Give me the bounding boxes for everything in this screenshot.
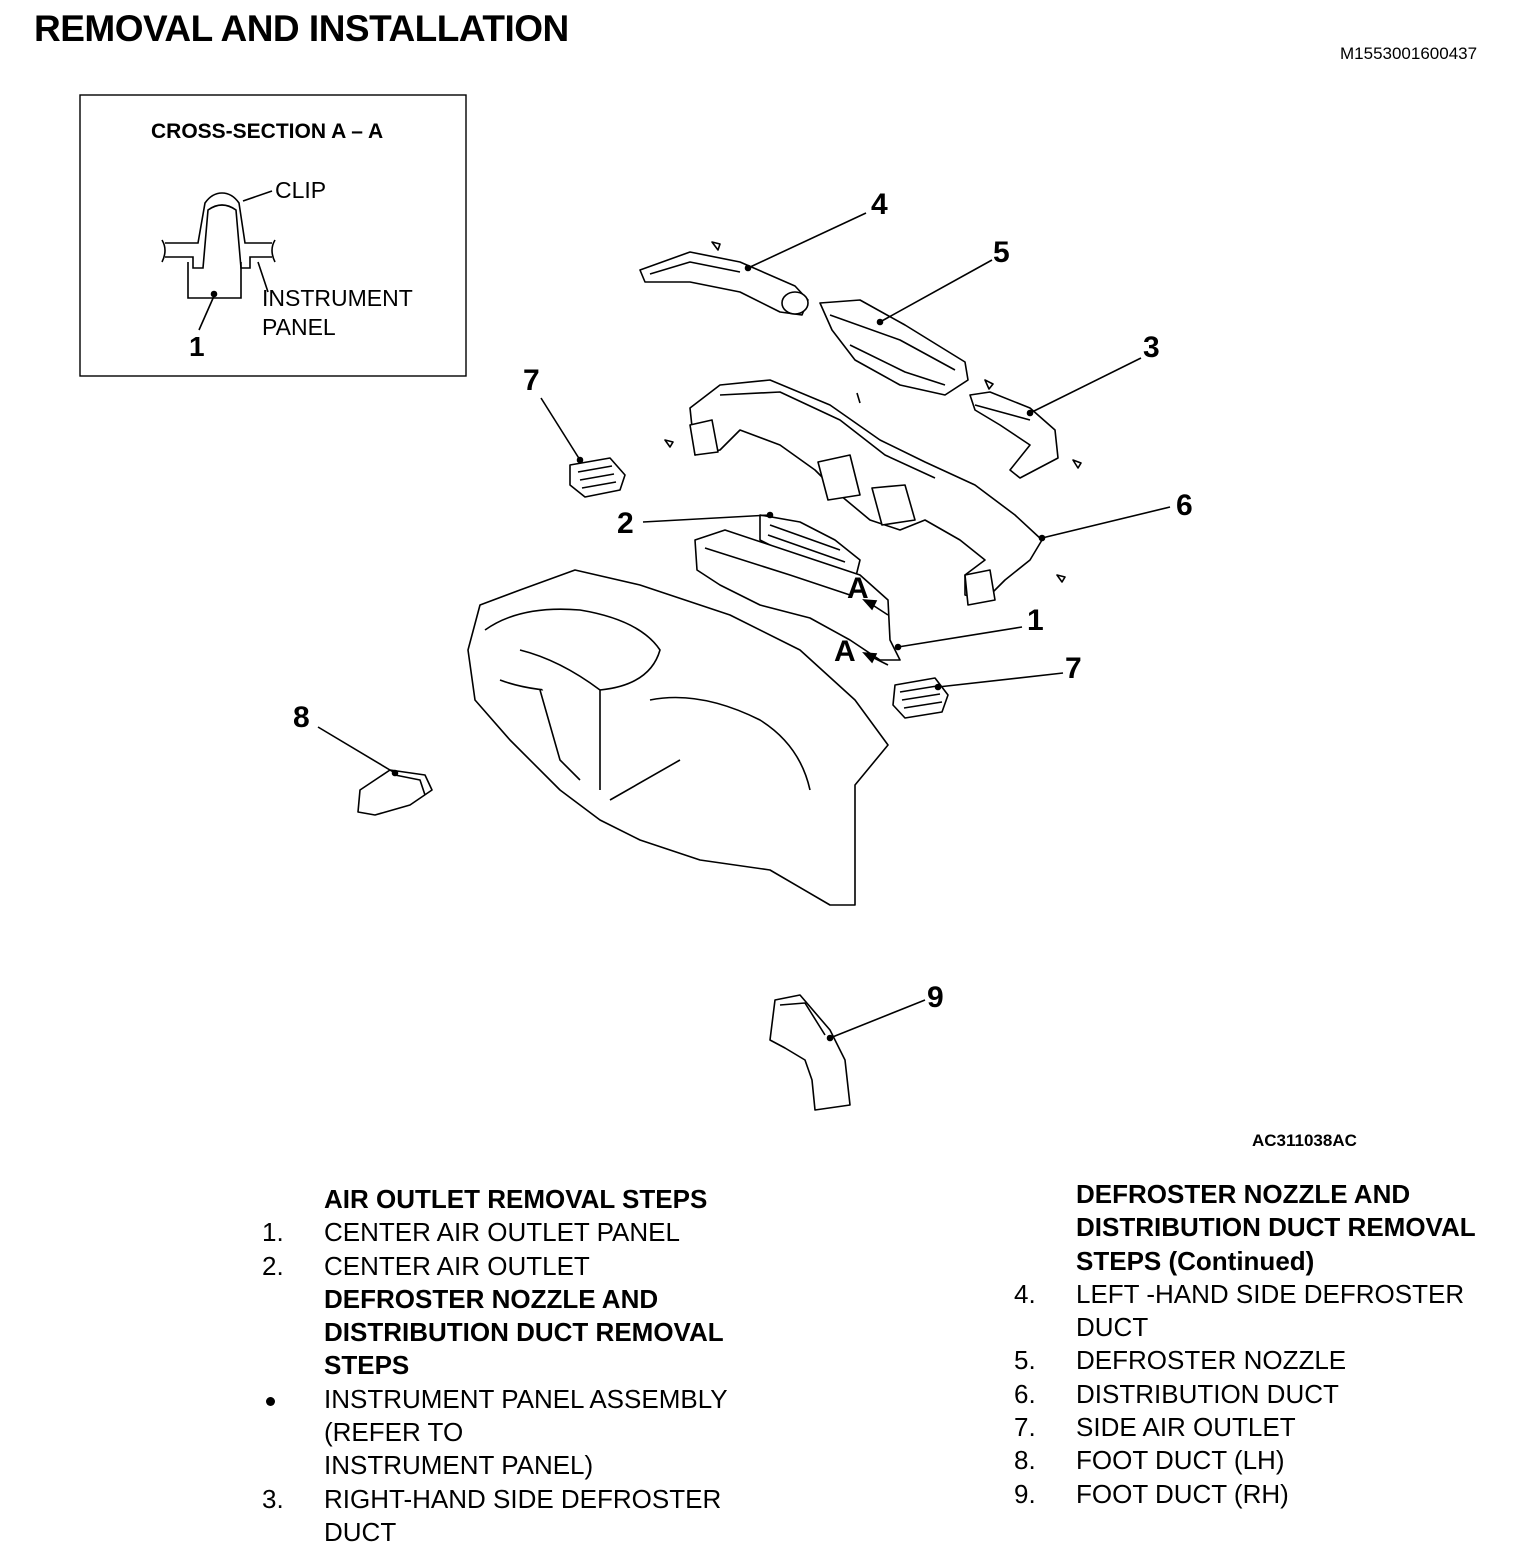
callout-8: 8 bbox=[293, 701, 310, 734]
bullet-icon bbox=[266, 1396, 275, 1406]
section-marker-a-lower: A bbox=[834, 635, 856, 668]
list-item: 9. FOOT DUCT (RH) bbox=[1014, 1478, 1514, 1511]
foot-duct-lh-drawing bbox=[357, 769, 433, 816]
leader-9 bbox=[829, 999, 926, 1039]
cross-section-inset: CROSS-SECTION A – A CLIP INSTRUMENT PANE… bbox=[79, 94, 467, 377]
list-item: 1. CENTER AIR OUTLET PANEL bbox=[262, 1216, 782, 1249]
step-number: 7. bbox=[1014, 1412, 1036, 1443]
step-text: CENTER AIR OUTLET PANEL bbox=[324, 1217, 680, 1248]
side-air-outlet-left-drawing bbox=[569, 457, 626, 498]
step-text: INSTRUMENT PANEL ASSEMBLY bbox=[324, 1383, 728, 1414]
foot-duct-rh-drawing bbox=[769, 994, 851, 1111]
step-number: 8. bbox=[1014, 1445, 1036, 1476]
callout-5: 5 bbox=[993, 236, 1010, 269]
step-text: FOOT DUCT (RH) bbox=[1076, 1478, 1289, 1509]
step-text: DISTRIBUTION DUCT bbox=[1076, 1378, 1339, 1409]
instrument-panel-drawing bbox=[467, 569, 889, 906]
callout-7-lower: 7 bbox=[1065, 652, 1082, 685]
callout-6: 6 bbox=[1176, 489, 1193, 522]
callout-1: 1 bbox=[1027, 604, 1044, 637]
list-item: 8. FOOT DUCT (LH) bbox=[1014, 1444, 1514, 1477]
list-item: 5. DEFROSTER NOZZLE bbox=[1014, 1344, 1514, 1377]
page-title: REMOVAL AND INSTALLATION bbox=[34, 8, 569, 49]
section-arrows bbox=[862, 599, 889, 666]
clip-cross-section-drawing bbox=[161, 190, 276, 331]
right-defroster-duct-drawing bbox=[969, 391, 1059, 479]
step-text: (REFER TO bbox=[324, 1417, 464, 1448]
left-steps-list: AIR OUTLET REMOVAL STEPS 1. CENTER AIR O… bbox=[262, 1183, 782, 1549]
exploded-view-diagram: CROSS-SECTION A – A CLIP INSTRUMENT PANE… bbox=[79, 94, 1193, 1111]
step-text: FOOT DUCT (LH) bbox=[1076, 1445, 1285, 1476]
list-item: 6. DISTRIBUTION DUCT bbox=[1014, 1378, 1514, 1411]
step-number: 1. bbox=[262, 1217, 284, 1248]
step-text: DUCT bbox=[1076, 1312, 1149, 1343]
callout-3: 3 bbox=[1143, 331, 1160, 364]
step-text: RIGHT-HAND SIDE DEFROSTER bbox=[324, 1483, 722, 1514]
step-number: 6. bbox=[1014, 1378, 1036, 1409]
step-text: LEFT -HAND SIDE DEFROSTER bbox=[1076, 1278, 1465, 1309]
leader-5 bbox=[879, 259, 993, 323]
figure-id: AC311038AC bbox=[1252, 1131, 1357, 1150]
step-number: 4. bbox=[1014, 1278, 1036, 1309]
leader-4 bbox=[747, 212, 867, 269]
leader-2 bbox=[642, 514, 771, 523]
right-steps-list: DEFROSTER NOZZLE AND DISTRIBUTION DUCT R… bbox=[1014, 1178, 1514, 1511]
panel-label: PANEL bbox=[262, 314, 336, 340]
inset-title: CROSS-SECTION A – A bbox=[151, 120, 383, 143]
inset-callout-1: 1 bbox=[189, 331, 205, 362]
step-header-air-outlet: AIR OUTLET REMOVAL STEPS bbox=[324, 1184, 708, 1214]
step-number: 2. bbox=[262, 1250, 284, 1281]
step-text: INSTRUMENT PANEL) bbox=[324, 1450, 594, 1481]
step-text: CENTER AIR OUTLET bbox=[324, 1250, 590, 1281]
leader-7a bbox=[540, 397, 581, 461]
list-item: 2. CENTER AIR OUTLET bbox=[262, 1250, 782, 1283]
callout-4: 4 bbox=[871, 188, 888, 221]
list-item: 7. SIDE AIR OUTLET bbox=[1014, 1411, 1514, 1444]
leader-6 bbox=[1041, 506, 1171, 539]
side-air-outlet-right-drawing bbox=[892, 677, 949, 719]
step-header-defroster-continued: DEFROSTER NOZZLE AND DISTRIBUTION DUCT R… bbox=[1076, 1179, 1476, 1276]
list-item: INSTRUMENT PANEL ASSEMBLY (REFER TO INST… bbox=[262, 1383, 782, 1483]
leader-8 bbox=[317, 726, 396, 774]
distribution-duct-drawing bbox=[664, 379, 1066, 606]
list-item: 3. RIGHT-HAND SIDE DEFROSTER DUCT bbox=[262, 1483, 782, 1550]
step-header-defroster: DEFROSTER NOZZLE AND DISTRIBUTION DUCT R… bbox=[324, 1283, 724, 1381]
left-defroster-duct-drawing bbox=[639, 241, 809, 316]
step-text: DUCT bbox=[324, 1516, 397, 1547]
document-id: M1553001600437 bbox=[1340, 44, 1478, 63]
clip-label: CLIP bbox=[275, 177, 326, 203]
defroster-nozzle-drawing bbox=[819, 299, 1082, 469]
callout-7-upper: 7 bbox=[523, 364, 540, 397]
list-item: 4. LEFT -HAND SIDE DEFROSTER DUCT bbox=[1014, 1278, 1514, 1345]
section-marker-a-upper: A bbox=[847, 572, 869, 605]
step-text: SIDE AIR OUTLET bbox=[1076, 1412, 1296, 1443]
step-number: 3. bbox=[262, 1483, 284, 1514]
callout-9: 9 bbox=[927, 981, 944, 1014]
leader-1 bbox=[897, 626, 1023, 648]
callout-2: 2 bbox=[617, 507, 634, 540]
instrument-label: INSTRUMENT bbox=[262, 285, 413, 311]
step-number: 9. bbox=[1014, 1478, 1036, 1509]
center-air-outlet-panel-drawing bbox=[694, 529, 901, 661]
leader-3 bbox=[1029, 357, 1142, 414]
step-number: 5. bbox=[1014, 1345, 1036, 1376]
leader-7b bbox=[937, 672, 1064, 688]
step-text: DEFROSTER NOZZLE bbox=[1076, 1345, 1347, 1376]
